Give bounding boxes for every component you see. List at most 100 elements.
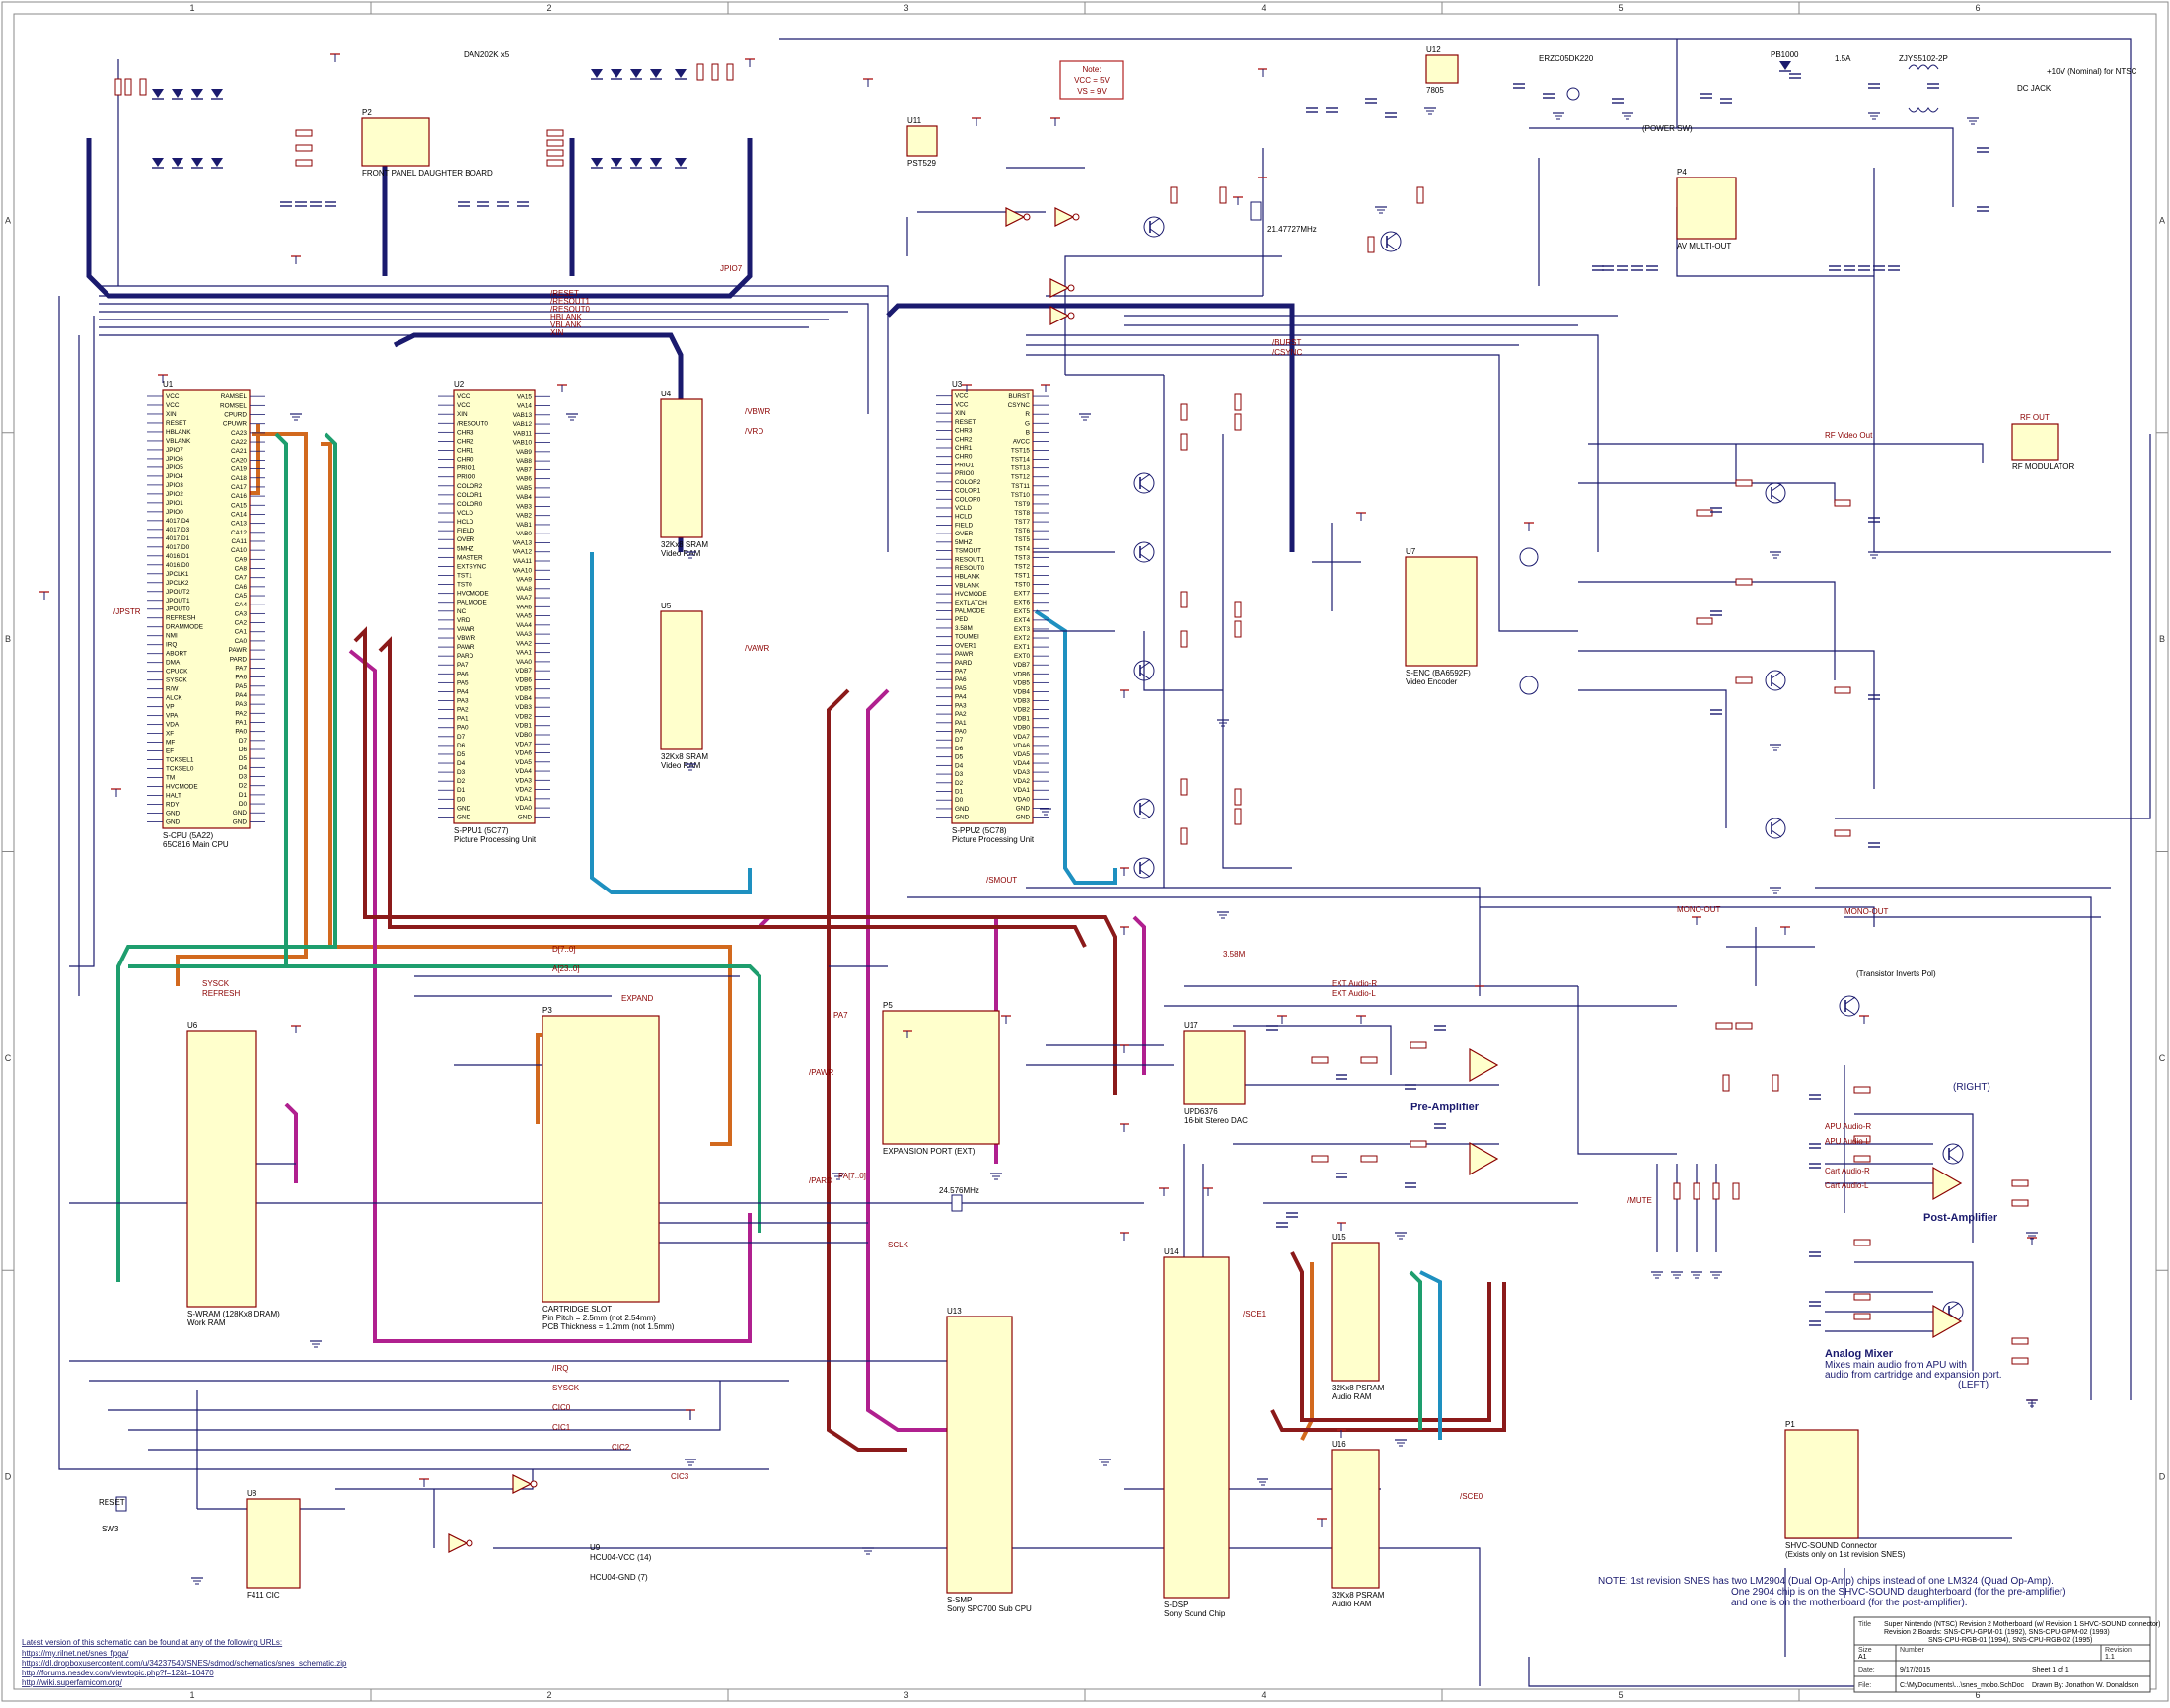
net-label: CIC3 bbox=[671, 1472, 689, 1481]
capacitor-pwr-12 bbox=[1977, 206, 1989, 212]
pin-label: D3 bbox=[239, 774, 248, 781]
chip-ref: U11 bbox=[907, 116, 922, 125]
ground-7 bbox=[1217, 719, 1229, 727]
resistor-body bbox=[295, 129, 313, 137]
chip-u2: U2S-PPU1 (5C77)Picture Processing UnitVC… bbox=[438, 380, 550, 844]
url-4[interactable]: http://wiki.superfamicom.org/ bbox=[22, 1678, 123, 1687]
pin-label: PA3 bbox=[235, 701, 247, 708]
pin-label: CA10 bbox=[231, 547, 247, 554]
capacitor-fp-right-2 bbox=[497, 201, 509, 207]
ground-33 bbox=[990, 1173, 1002, 1180]
pin-label: JPIO0 bbox=[166, 509, 183, 516]
pin-label: PA3 bbox=[457, 698, 469, 705]
resistor-body bbox=[1735, 676, 1753, 684]
transistor-emitter bbox=[1771, 829, 1782, 838]
tb-number-label: Number bbox=[1900, 1647, 1925, 1654]
capacitor-v-3 bbox=[1868, 517, 1880, 523]
pin-label: COLOR1 bbox=[457, 492, 483, 499]
zone-col-top: 5 bbox=[1618, 3, 1623, 13]
pin-label: D5 bbox=[239, 755, 248, 762]
pin-label: D1 bbox=[955, 789, 964, 796]
pin-label: RAMSEL bbox=[221, 393, 248, 400]
capacitor-a-2 bbox=[1434, 1025, 1446, 1031]
pin-label: VDB5 bbox=[515, 686, 532, 693]
zone-col-top: 6 bbox=[1975, 3, 1980, 13]
transistor-6 bbox=[1133, 798, 1155, 819]
capacitor-a-13 bbox=[1276, 1222, 1288, 1228]
pin-label: JPIO5 bbox=[166, 464, 183, 471]
transistor-collector bbox=[1771, 818, 1782, 827]
url-1[interactable]: https://my.rilnet.net/snes_fpga/ bbox=[22, 1649, 129, 1658]
tb-title-1: Super Nintendo (NTSC) Revision 2 Motherb… bbox=[1884, 1621, 2161, 1628]
resistor-a-13 bbox=[2011, 1199, 2029, 1207]
resistor-body bbox=[1772, 1074, 1779, 1092]
transistor-body bbox=[1765, 482, 1786, 504]
capacitor-fp-right-1 bbox=[477, 201, 489, 207]
pin-label: D3 bbox=[955, 771, 964, 778]
resistor-body bbox=[1170, 186, 1178, 204]
pin-label: R bbox=[1025, 411, 1030, 418]
chip-title: S-WRAM (128Kx8 DRAM) bbox=[187, 1310, 280, 1318]
diode-body bbox=[591, 158, 603, 167]
capacitor-pwr-15 bbox=[1602, 265, 1614, 271]
pin-label: GND bbox=[457, 814, 471, 820]
pin-label: EXT7 bbox=[1014, 591, 1030, 598]
chip-rfm: RF MODULATOR bbox=[2011, 423, 2074, 471]
resistor-v-7 bbox=[1180, 827, 1188, 845]
resistor-body bbox=[1180, 403, 1188, 421]
url-3[interactable]: http://forums.nesdev.com/viewtopic.php?f… bbox=[22, 1669, 214, 1677]
capacitor-v-0 bbox=[1710, 507, 1722, 513]
ground-18 bbox=[2026, 1232, 2038, 1240]
chip-ref: U2 bbox=[454, 380, 465, 389]
pin-label: D3 bbox=[457, 769, 466, 776]
power-flag-34 bbox=[1258, 177, 1267, 185]
inverter-u9b bbox=[448, 1533, 473, 1553]
net-label: PA[7..0] bbox=[838, 1172, 866, 1180]
resistor-v-5 bbox=[1180, 630, 1188, 648]
label-u9: U9 bbox=[590, 1543, 601, 1552]
pin-label: R/W bbox=[166, 686, 179, 693]
pin-label: EXT5 bbox=[1014, 608, 1030, 615]
pin-label: D4 bbox=[239, 764, 248, 771]
transistor-emitter bbox=[1139, 484, 1151, 493]
diode-left-top-2 bbox=[191, 89, 203, 100]
pin-label: VAA8 bbox=[516, 586, 532, 593]
pin-label: CA6 bbox=[235, 584, 248, 591]
power-flag-30 bbox=[1120, 867, 1129, 876]
chip-title: 32Kx8 SRAM bbox=[661, 752, 708, 761]
transistor-body bbox=[1133, 541, 1155, 563]
inverter-body bbox=[512, 1474, 533, 1494]
pin-label: 3.58M bbox=[955, 625, 973, 632]
pin-label: CHR0 bbox=[955, 454, 973, 461]
pin-label: VAB12 bbox=[513, 421, 533, 428]
bus-orange bbox=[176, 424, 1314, 1441]
pin-label: EXT1 bbox=[1014, 644, 1030, 651]
chip-body bbox=[361, 117, 430, 167]
pin-label: CHR0 bbox=[457, 457, 474, 463]
power-flag-17 bbox=[1203, 1187, 1213, 1196]
label-reset-sw: RESET bbox=[99, 1498, 125, 1507]
net-label: /BURST bbox=[1272, 338, 1301, 347]
net-label: PA7 bbox=[833, 1011, 848, 1020]
transistor-collector bbox=[1139, 661, 1151, 670]
pin-label: PA2 bbox=[955, 711, 967, 718]
pin-label: HCLD bbox=[955, 514, 973, 521]
power-flag-20 bbox=[1317, 1518, 1327, 1527]
pin-label: CA9 bbox=[235, 556, 248, 563]
pin-label: 5MHZ bbox=[955, 539, 972, 546]
pin-label: HVCMODE bbox=[457, 591, 489, 598]
label-u9-gnd: HCU04-GND (7) bbox=[590, 1573, 648, 1582]
diode-body bbox=[630, 158, 642, 167]
transistor-collector bbox=[1844, 996, 1856, 1005]
pin-label: VDA7 bbox=[515, 741, 532, 747]
pin-label: VAA11 bbox=[513, 558, 532, 565]
pin-label: TST6 bbox=[1014, 528, 1030, 534]
power-flag-7 bbox=[1050, 117, 1060, 126]
ground-11 bbox=[1257, 1478, 1268, 1486]
pin-label: RESOUT0 bbox=[955, 565, 985, 572]
transistor-body bbox=[1143, 216, 1165, 238]
crystal-x1 bbox=[1250, 201, 1262, 221]
url-2[interactable]: https://dl.dropboxusercontent.com/u/3423… bbox=[22, 1659, 347, 1668]
label-sw3: SW3 bbox=[102, 1525, 119, 1533]
pin-label: VAB10 bbox=[513, 440, 533, 447]
